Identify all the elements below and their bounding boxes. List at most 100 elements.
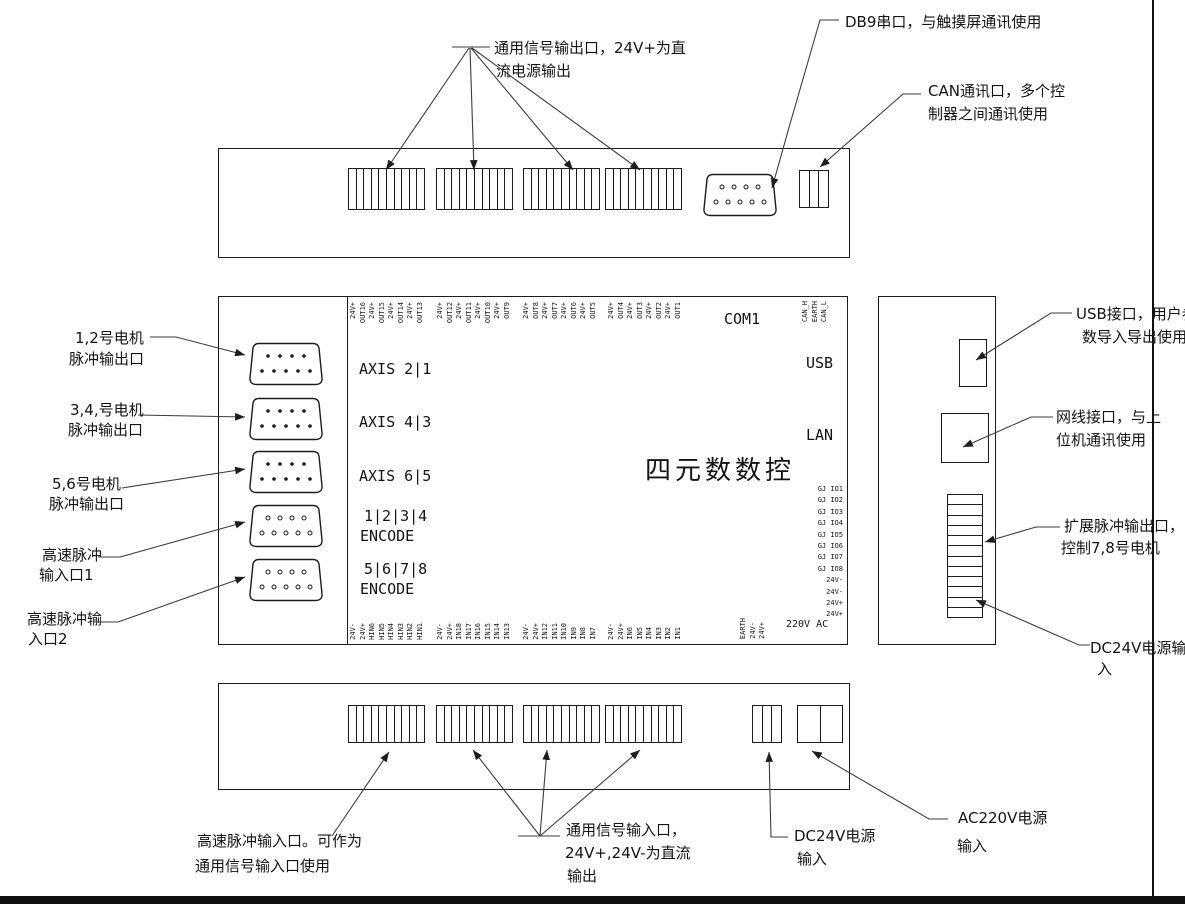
pin-label: 24V+	[664, 302, 672, 319]
pin-label: 24V+	[349, 302, 357, 319]
pin-label: OUT15	[377, 302, 386, 324]
pin-label: OUT13	[415, 302, 424, 324]
pin-label: IN18	[455, 623, 463, 640]
encode2-num-label: 5|6|7|8	[364, 560, 428, 578]
frame-right-line	[1152, 0, 1154, 897]
input-terminal-block-3	[523, 705, 600, 743]
terminal-cell	[467, 169, 475, 209]
terminal-cell	[395, 169, 403, 209]
pin-label: OUT2	[654, 302, 663, 319]
pin-label: OUT14	[396, 302, 405, 324]
axis43-label: AXIS 4|3	[359, 413, 432, 431]
terminal-cell	[644, 706, 652, 742]
pin-label: 24V+	[522, 302, 530, 319]
terminal-cell	[467, 706, 475, 742]
general-in-annotation-2: 24V+,24V-为直流	[565, 844, 691, 862]
terminal-cell	[659, 706, 667, 742]
pin-label: 24V+	[758, 622, 766, 639]
terminal-cell	[532, 706, 540, 742]
terminal-cell	[948, 567, 982, 577]
pin-label: EARTH	[810, 301, 819, 323]
terminal-cell	[547, 706, 555, 742]
terminal-cell	[667, 169, 675, 209]
terminal-cell	[629, 706, 637, 742]
terminal-cell	[372, 706, 380, 742]
pin-label: 24V+	[645, 302, 653, 319]
terminal-cell	[621, 706, 629, 742]
terminal-cell	[948, 598, 982, 608]
com1-label: COM1	[724, 310, 761, 328]
terminal-cell	[577, 706, 585, 742]
terminal-cell	[379, 706, 387, 742]
usb-annotation-1: USB接口，用户参	[1076, 305, 1185, 323]
pin-label: IN1	[673, 627, 682, 640]
pin-label: 24V+	[455, 302, 463, 319]
pin-label: HIN1	[415, 623, 424, 640]
terminal-cell	[452, 169, 460, 209]
pin-label: HIN5	[377, 623, 386, 640]
terminal-cell	[948, 608, 982, 617]
pin-label: GJ IO6	[817, 542, 843, 551]
pin-label: OUT16	[358, 302, 367, 324]
terminal-cell	[364, 169, 372, 209]
pin-label: IN16	[474, 623, 482, 640]
terminal-cell	[948, 526, 982, 536]
input-terminal-block-4	[605, 705, 682, 743]
dc24-bottom-annotation-1: DC24V电源	[794, 827, 876, 845]
terminal-cell	[629, 169, 637, 209]
terminal-cell	[810, 171, 820, 207]
terminal-cell	[349, 169, 357, 209]
pin-label: OUT1	[673, 302, 682, 319]
terminal-cell	[592, 706, 599, 742]
terminal-cell	[614, 169, 622, 209]
terminal-cell	[585, 169, 593, 209]
terminal-cell	[554, 706, 562, 742]
terminal-cell	[636, 706, 644, 742]
terminal-cell	[357, 706, 365, 742]
hs-input2-annotation-1: 高速脉冲输	[27, 610, 103, 628]
db9-annotation: DB9串口，与触摸屏通讯使用	[845, 13, 1042, 31]
pin-label: 24V+	[387, 302, 395, 319]
terminal-cell	[570, 169, 578, 209]
pin-label: 24V+	[445, 623, 454, 640]
pin-label: OUT6	[569, 302, 578, 319]
terminal-cell	[410, 706, 418, 742]
pin-label: IN12	[541, 623, 549, 640]
terminal-cell	[445, 169, 453, 209]
terminal-cell	[800, 171, 810, 207]
frame-bottom-bar	[0, 896, 1185, 904]
pin-label: IN8	[579, 627, 587, 640]
terminal-cell	[402, 706, 410, 742]
pin-label: 24V+	[826, 599, 843, 608]
terminal-cell	[498, 706, 506, 742]
pin-label: HIN6	[368, 623, 376, 640]
terminal-cell	[547, 169, 555, 209]
pin-label: HIN4	[387, 623, 395, 640]
pin-label: IN13	[502, 623, 511, 640]
pin-label: IN6	[626, 627, 634, 640]
pin-label: 24V+	[579, 302, 587, 319]
terminal-cell	[445, 706, 453, 742]
terminal-cell	[948, 577, 982, 588]
pin-label: GJ IO5	[817, 530, 843, 539]
product-name: 四元数数控	[645, 456, 796, 486]
terminal-cell	[483, 169, 491, 209]
motor34-annotation-2: 脉冲输出口	[68, 421, 144, 439]
motor56-annotation-1: 5,6号电机	[52, 475, 121, 493]
terminal-cell	[387, 169, 395, 209]
hs-input1-annotation-1: 高速脉冲	[42, 546, 103, 564]
output-terminal-block-3	[523, 168, 600, 210]
pin-label: 24V-	[748, 622, 757, 639]
terminal-cell	[349, 706, 357, 742]
input-terminal-block-2	[436, 705, 513, 743]
pin-label: 24V+	[531, 623, 540, 640]
terminal-cell	[452, 706, 460, 742]
terminal-cell	[475, 706, 483, 742]
can-annotation-1: CAN通讯口，多个控	[928, 82, 1065, 100]
terminal-cell	[948, 546, 982, 557]
